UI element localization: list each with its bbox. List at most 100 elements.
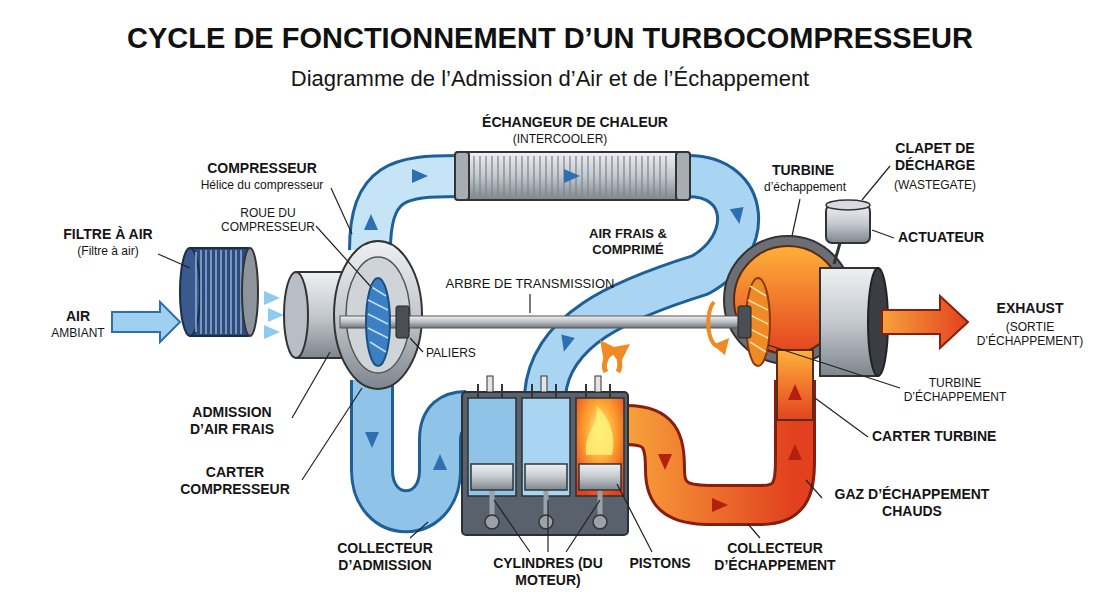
flow-arrow	[658, 454, 672, 470]
intercooler	[564, 169, 580, 183]
part-label: TURBINE D’ÉCHAPPEMENT	[895, 376, 1015, 405]
part-label: d’échappement	[750, 180, 860, 194]
wastegate-actuator	[826, 200, 870, 264]
piston	[593, 515, 607, 529]
leader-line	[292, 352, 330, 418]
engine-block	[522, 398, 570, 496]
air-arrow	[112, 302, 180, 342]
air-filter	[180, 248, 258, 336]
leader-line	[410, 338, 423, 352]
air-filter	[180, 248, 200, 336]
part-label: GAZ D’ÉCHAPPEMENT CHAUDS	[817, 486, 1007, 520]
part-label: AIR	[48, 308, 108, 325]
leader-line	[748, 524, 760, 538]
part-label: CARTER TURBINE	[872, 428, 1042, 445]
spark-plug	[541, 376, 547, 392]
turbine-outlet	[820, 268, 888, 376]
spark-plug	[478, 376, 610, 398]
exhaust-pipe	[626, 380, 795, 505]
engine-block	[462, 392, 628, 535]
part-label: CARTER COMPRESSEUR	[165, 464, 305, 498]
cold-air-pipe	[370, 176, 458, 250]
intercooler	[676, 152, 690, 200]
part-label: PISTONS	[620, 555, 700, 572]
air-filter	[196, 250, 241, 334]
part-label: ARBRE DE TRANSMISSION	[430, 276, 630, 292]
intercooler	[474, 156, 666, 196]
leader-line	[529, 294, 530, 313]
intercooler	[455, 152, 469, 200]
compressor	[284, 241, 422, 389]
piston	[471, 464, 621, 529]
exhaust-puff	[604, 348, 622, 372]
bearing	[396, 306, 751, 338]
spark-plug	[478, 384, 610, 398]
turbine-housing	[777, 350, 813, 420]
part-label: TURBINE	[753, 162, 853, 179]
flow-arrow	[412, 169, 428, 183]
flow-arrow	[433, 454, 447, 470]
air-flow-arrow	[264, 325, 280, 339]
bearing	[738, 306, 751, 338]
flow-arrow	[788, 444, 802, 460]
rotation-arrow	[708, 302, 724, 347]
part-label: (Filtre à air)	[48, 244, 168, 258]
compressor	[334, 241, 422, 389]
leader-line	[872, 230, 894, 238]
part-label: ÉCHANGEUR DE CHALEUR	[445, 114, 705, 131]
part-label: (INTERCOOLER)	[480, 132, 640, 146]
leader-line	[815, 398, 868, 437]
spark-plug	[595, 376, 601, 392]
compressor-wheel	[366, 278, 390, 366]
cold-air-pipe	[372, 380, 466, 511]
leader-line	[316, 226, 372, 288]
part-label: EXHAUST	[975, 300, 1085, 317]
leader-line	[862, 166, 890, 200]
leader-line	[494, 500, 600, 552]
flow-arrow	[658, 444, 802, 512]
engine-block	[462, 392, 628, 535]
bearing	[396, 306, 409, 338]
piston	[525, 464, 567, 490]
engine-block	[586, 405, 614, 455]
cold-air-pipe	[370, 176, 458, 250]
part-label: Hélice du compresseur	[187, 178, 337, 192]
leader-line	[410, 522, 428, 538]
exhaust-arrow	[882, 296, 968, 348]
piston	[539, 515, 553, 529]
wastegate-actuator	[826, 200, 870, 210]
air-filter	[242, 248, 258, 336]
leader-line	[792, 199, 800, 236]
exhaust-pipe	[626, 380, 795, 505]
air-flow-arrow	[268, 308, 284, 322]
air-flow-arrow	[264, 291, 284, 339]
exhaust-arrow	[882, 296, 968, 348]
compressor-wheel	[368, 286, 388, 352]
exhaust-puff	[604, 348, 607, 372]
part-label: PALIERS	[426, 346, 506, 360]
air-flow-arrow	[264, 291, 280, 305]
wastegate-actuator	[834, 243, 840, 264]
part-label: AIR FRAIS & COMPRIMÉ	[573, 226, 683, 257]
subtitle: Diagramme de l’Admission d’Air et de l’É…	[150, 66, 950, 92]
cold-air-pipe	[372, 380, 466, 511]
spark-plug	[487, 376, 493, 392]
flow-arrow	[557, 334, 575, 353]
engine-block	[468, 398, 516, 496]
part-label: COMPRESSEUR	[192, 160, 332, 177]
rotation-arrow	[708, 302, 724, 347]
engine-block	[576, 398, 624, 496]
flow-arrow	[365, 432, 379, 448]
intercooler	[455, 152, 690, 200]
part-label: (WASTEGATE)	[880, 178, 990, 192]
part-label: COLLECTEUR D’ADMISSION	[320, 540, 450, 574]
air-arrow	[112, 302, 180, 342]
intercooler	[455, 152, 690, 200]
part-label: COLLECTEUR D’ÉCHAPPEMENT	[700, 540, 850, 574]
leader-line	[331, 188, 352, 234]
leader-line	[768, 345, 900, 388]
piston	[485, 515, 499, 529]
piston	[579, 464, 621, 490]
part-label: AMBIANT	[38, 326, 118, 340]
leader-line	[302, 388, 362, 480]
